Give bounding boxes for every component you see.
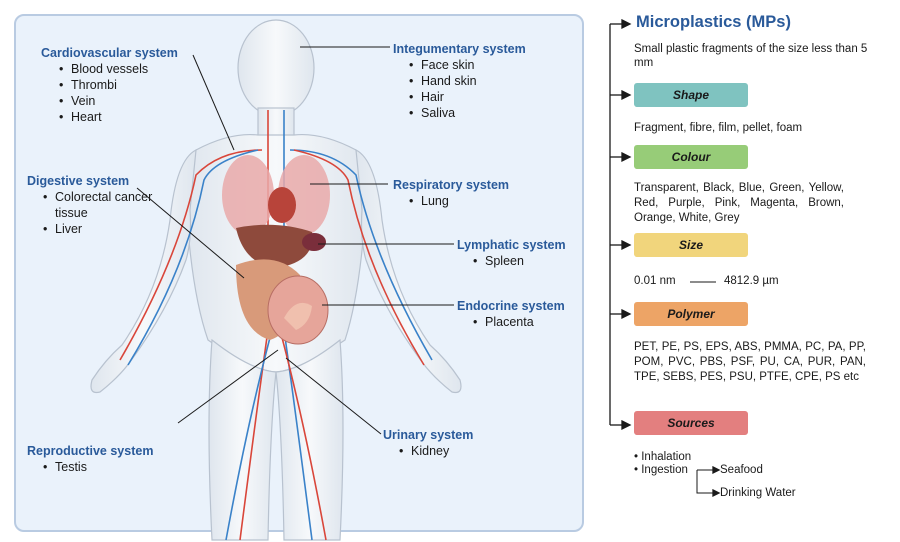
sources-ingestion: • Ingestion (634, 464, 688, 476)
colour-category: Colour (634, 145, 748, 169)
colour-text: Transparent, Black, Blue, Green, Yellow,… (634, 182, 844, 224)
shape-text: Fragment, fibre, film, pellet, foam (634, 122, 803, 134)
list-item: Kidney (399, 443, 473, 459)
list-item: Blood vessels (59, 61, 178, 77)
list-item: Face skin (409, 57, 526, 73)
list-item: Colorectal cancer tissue (43, 189, 157, 221)
shape-category: Shape (634, 83, 748, 107)
sources-inhalation: • Inhalation (634, 451, 692, 463)
endocrine-system: Endocrine system Placenta (457, 298, 565, 330)
integumentary-system: Integumentary system Face skin Hand skin… (393, 41, 526, 121)
polymer-category: Polymer (634, 302, 748, 326)
seafood-label: Seafood (720, 464, 763, 476)
list-item: Vein (59, 93, 178, 109)
leader-lines (136, 46, 454, 435)
polymer-text: PET, PE, PS, EPS, ABS, PMMA, PC, PA, PP,… (634, 341, 866, 383)
urinary-system: Urinary system Kidney (383, 427, 473, 459)
urinary-title: Urinary system (383, 428, 474, 442)
list-item: Liver (43, 221, 157, 237)
organs (222, 155, 330, 345)
size-category: Size (634, 233, 748, 257)
list-item: Thrombi (59, 77, 178, 93)
flow-connectors (609, 18, 721, 498)
integumentary-title: Integumentary system (393, 42, 526, 56)
endocrine-title: Endocrine system (457, 299, 565, 313)
reproductive-system: Reproductive system Testis (27, 443, 153, 475)
ingestion-label: Ingestion (641, 464, 688, 476)
sources-category: Sources (634, 411, 748, 435)
list-item: Saliva (409, 105, 526, 121)
list-item: Placenta (473, 314, 565, 330)
inhalation-label: Inhalation (641, 451, 692, 463)
respiratory-system: Respiratory system Lung (393, 177, 509, 209)
cardiovascular-title: Cardiovascular system (41, 46, 178, 60)
list-item: Testis (43, 459, 153, 475)
respiratory-title: Respiratory system (393, 178, 510, 192)
microplastics-title: Microplastics (MPs) (636, 13, 791, 31)
cardiovascular-system: Cardiovascular system Blood vessels Thro… (41, 45, 178, 125)
list-item: Lung (409, 193, 509, 209)
digestive-title: Digestive system (27, 174, 130, 188)
list-item: Heart (59, 109, 178, 125)
lymphatic-title: Lymphatic system (457, 238, 566, 252)
lymphatic-system: Lymphatic system Spleen (457, 237, 566, 269)
list-item: Spleen (473, 253, 566, 269)
list-item: Hand skin (409, 73, 526, 89)
digestive-system: Digestive system Colorectal cancer tissu… (27, 173, 157, 237)
list-item: Hair (409, 89, 526, 105)
size-min: 0.01 nm (634, 275, 676, 287)
size-max: 4812.9 µm (724, 275, 779, 287)
microplastics-description: Small plastic fragments of the size less… (634, 43, 868, 69)
drinking-water-label: Drinking Water (720, 487, 796, 499)
reproductive-title: Reproductive system (27, 444, 154, 458)
